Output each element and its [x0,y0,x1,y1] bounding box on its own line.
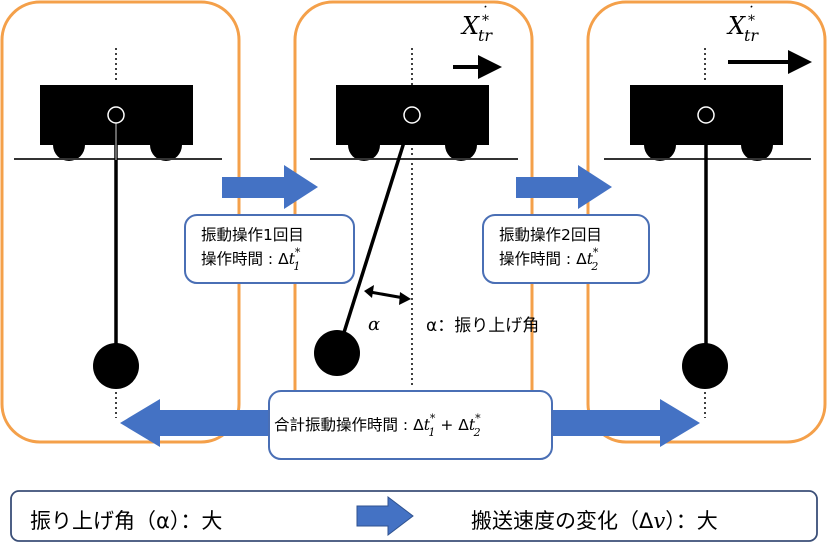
swing-angle-arrow-icon [369,290,405,300]
transition-arrow-2-icon [516,165,612,209]
summary-effect-text: 搬送速度の変化（Δv）：大 [471,509,718,533]
load-mass [93,343,139,389]
pivot-icon [107,106,125,124]
trolley-wheel-right [445,129,477,161]
operation-box-2: 振動操作2回目 操作時間 : Δt*2 [482,214,650,284]
velocity-superscript: * [482,13,489,29]
velocity-dot: ˙ [746,3,754,22]
operation-box-title: 振動操作1回目 [201,226,304,244]
trolley-wheel-right [150,129,182,161]
swing-angle-arrowhead-left [364,285,374,298]
velocity-subscript: tr [744,26,759,45]
transition-arrow-1-icon [222,165,318,209]
load-mass [314,330,360,376]
swing-angle-symbol: α [368,314,380,335]
load-mass [682,343,728,389]
panel-after-second-operation: X ˙ * tr [586,0,827,444]
operation-box-1: 振動操作1回目 操作時間 : Δt*1 [184,214,355,284]
panel-after-first-operation: X ˙ * tr α α：振り上げ角 [293,0,539,444]
trolley-wheel-left [53,129,85,161]
swing-angle-legend: α：振り上げ角 [426,316,539,336]
velocity-label: X ˙ * tr [460,3,493,45]
trolley-wheel-left [644,129,676,161]
total-time-label: 合計振動操作時間 : Δt*1 + Δt*2 [274,412,481,439]
swing-angle-arrowhead-right [399,292,411,305]
velocity-symbol: X [726,12,746,40]
total-time-box: 合計振動操作時間 : Δt*1 + Δt*2 [268,390,553,460]
velocity-superscript: * [748,13,755,29]
velocity-label: X ˙ * tr [726,3,759,45]
operation-box-title: 振動操作2回目 [499,226,602,244]
panel-initial-state [0,0,241,444]
pivot-icon [403,106,421,124]
rope [339,119,413,343]
summary-box: 振り上げ角（α）：大 搬送速度の変化（Δv）：大 [10,490,818,542]
velocity-subscript: tr [478,26,493,45]
summary-cause-text: 振り上げ角（α）：大 [30,509,222,533]
operation-time-label: 操作時間 : Δt*1 [201,246,301,273]
summary-arrow-icon [356,495,414,537]
trolley-wheel-right [741,129,773,161]
trolley-wheel-left [348,129,380,161]
operation-time-label: 操作時間 : Δt*2 [499,246,599,273]
pivot-icon [697,106,715,124]
velocity-dot: ˙ [480,3,488,22]
velocity-symbol: X [460,12,480,40]
